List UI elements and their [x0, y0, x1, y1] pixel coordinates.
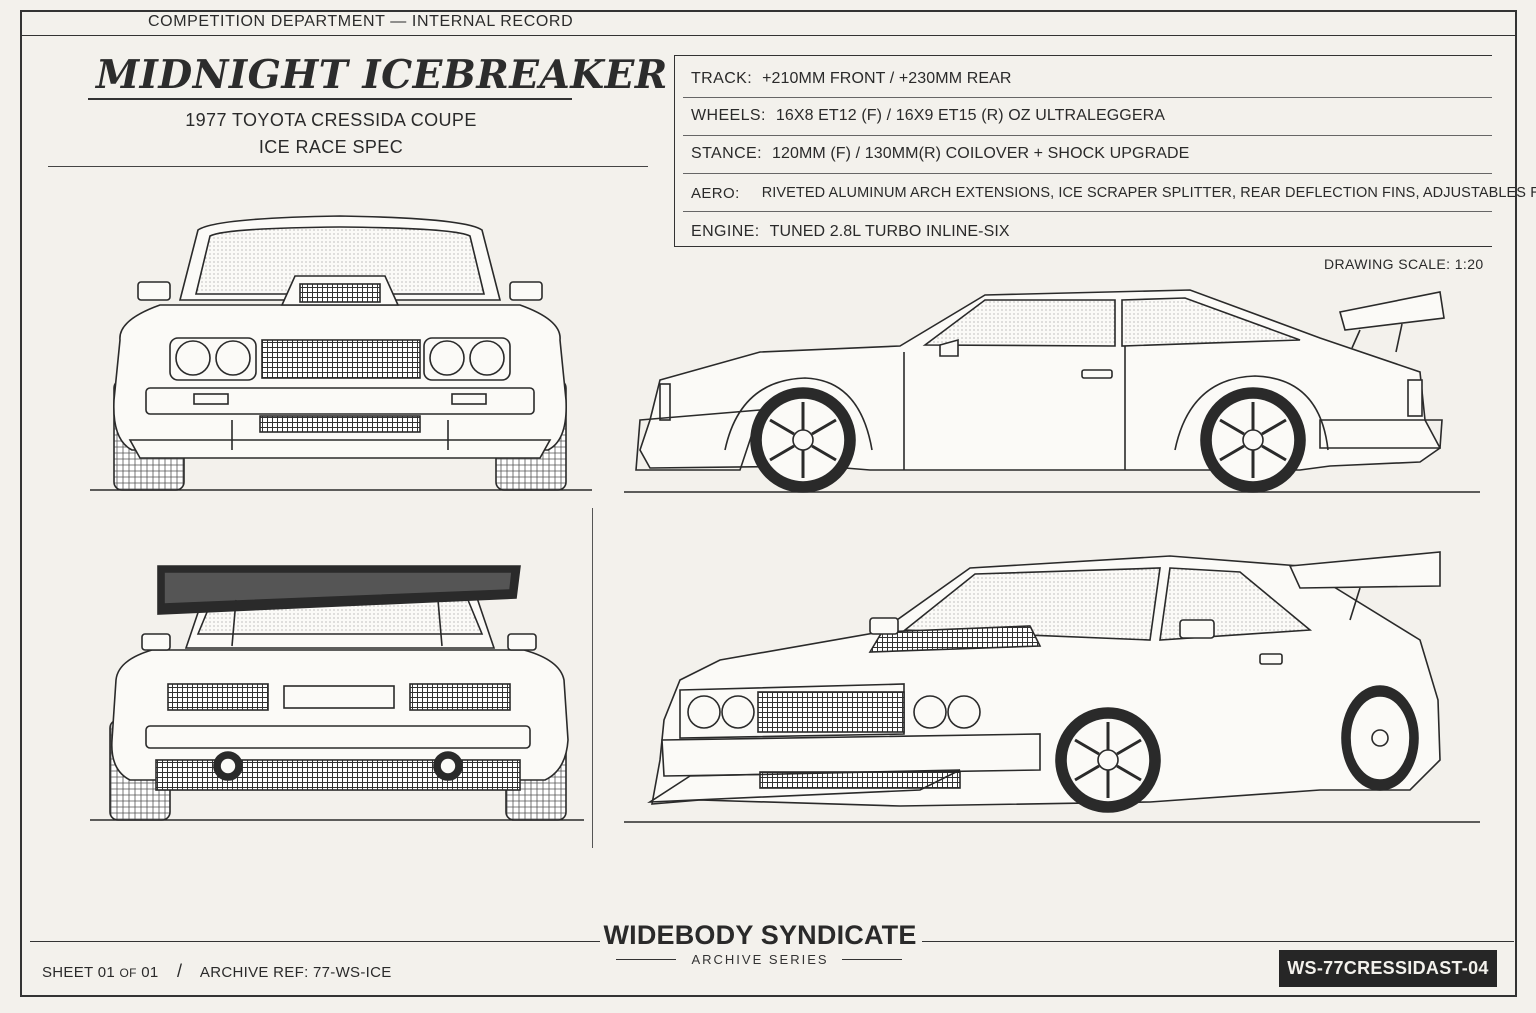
- three-quarter-view: [624, 551, 1480, 823]
- spec-label: ENGINE:: [691, 223, 760, 240]
- brand-sub-rule: [842, 959, 902, 960]
- title-underline: [88, 98, 572, 100]
- footer-rule-left: [30, 941, 600, 942]
- spec-divider: [683, 211, 1492, 212]
- spec-row-stance: STANCE: 120MM (F) / 130MM(R) COILOVER + …: [691, 135, 1189, 173]
- front-view: [90, 215, 592, 491]
- spec-divider: [683, 135, 1492, 136]
- title-block-divider: [48, 166, 648, 167]
- spec-row-engine: ENGINE: TUNED 2.8L TURBO INLINE-SIX: [691, 213, 1010, 251]
- spec-value: 16X8 ET12 (F) / 16X9 ET15 (R) OZ ULTRALE…: [775, 107, 1166, 124]
- archive-ref: ARCHIVE REF: 77-WS-ICE: [199, 964, 392, 981]
- spec-label: TRACK:: [691, 70, 753, 87]
- brand-name: WIDEBODY SYNDICATE: [603, 920, 917, 950]
- drawing-id-badge: WS-77CRESSIDAST-04: [1279, 950, 1497, 987]
- sheet-info: SHEET 01 OF 01 / ARCHIVE REF: 77-WS-ICE: [42, 961, 392, 982]
- side-view: [624, 289, 1480, 493]
- rear-view: [90, 565, 584, 821]
- vehicle-spec: ICE RACE SPEC: [258, 137, 404, 157]
- drawing-title: MIDNIGHT ICEBREAKER: [96, 52, 668, 98]
- spec-row-aero: AERO: RIVETED ALUMINUM ARCH EXTENSIONS, …: [691, 174, 1536, 212]
- sheet-of: OF: [119, 966, 137, 980]
- sheet-separator: /: [176, 961, 183, 981]
- spec-divider: [683, 97, 1492, 98]
- drawing-scale: DRAWING SCALE: 1:20: [1324, 256, 1484, 272]
- spec-label: AERO:: [691, 184, 740, 202]
- footer-rule-right: [922, 941, 1514, 942]
- department-bar: [20, 10, 1517, 36]
- vehicle-model: 1977 TOYOTA CRESSIDA COUPE: [185, 110, 477, 130]
- spec-row-track: TRACK: +210MM FRONT / +230MM REAR: [691, 60, 1012, 98]
- spec-value: TUNED 2.8L TURBO INLINE-SIX: [769, 223, 1010, 240]
- spec-label: STANCE:: [691, 145, 762, 162]
- department-header: COMPETITION DEPARTMENT — INTERNAL RECORD: [148, 13, 574, 30]
- sheet-total: 01: [141, 964, 159, 981]
- view-divider: [592, 508, 593, 848]
- spec-label: WHEELS:: [691, 107, 766, 124]
- sheet-number: SHEET 01: [42, 964, 115, 981]
- spec-row-wheels: WHEELS: 16X8 ET12 (F) / 16X9 ET15 (R) OZ…: [691, 97, 1165, 135]
- spec-value: 120MM (F) / 130MM(R) COILOVER + SHOCK UP…: [771, 145, 1190, 162]
- brand-series: ARCHIVE SERIES: [691, 952, 829, 967]
- brand-sub-rule: [616, 959, 676, 960]
- spec-value: +210MM FRONT / +230MM REAR: [762, 70, 1012, 87]
- spec-table: TRACK: +210MM FRONT / +230MM REAR WHEELS…: [674, 55, 1536, 247]
- spec-divider: [683, 173, 1492, 174]
- spec-value: RIVETED ALUMINUM ARCH EXTENSIONS, ICE SC…: [761, 185, 1536, 201]
- sheet-frame: [20, 10, 1517, 997]
